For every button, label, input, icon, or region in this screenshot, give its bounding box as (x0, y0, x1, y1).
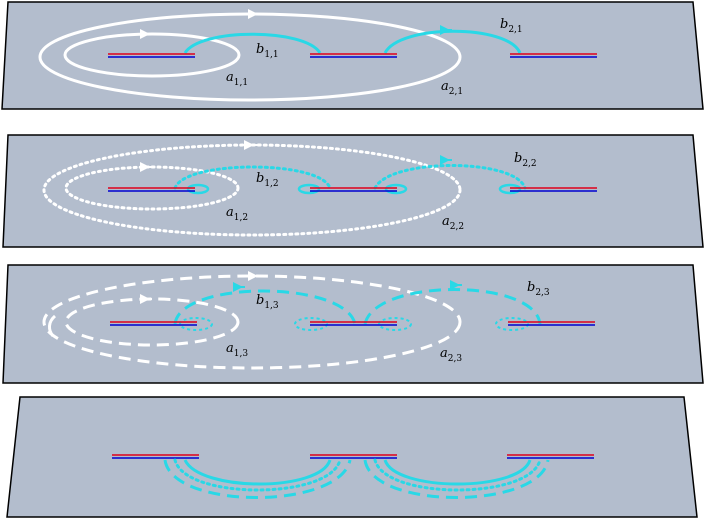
sheet-4-b1-solid (183, 459, 332, 486)
sheet-3-left-tick (48, 314, 57, 337)
sheet-2-label-a2: a2,2 (442, 214, 464, 232)
sheet-3-label-a1: a1,3 (226, 341, 248, 359)
sheet-4-b2-dashed (363, 459, 550, 499)
sheet-2-endpoint-loops (186, 183, 522, 195)
sheet-1-label-b1: b1,1 (256, 42, 279, 60)
sheet-1-label-b2: b2,1 (500, 17, 523, 35)
sheet-2-label-b1: b1,2 (256, 171, 279, 189)
sheet-1-label-a2: a2,1 (441, 79, 463, 97)
sheet-1-plane (1, 1, 704, 110)
sheet-4-b1-dotted (173, 458, 342, 492)
sheet-2-branch-cuts (108, 187, 597, 192)
sheet-4-b2-dotted (373, 458, 542, 492)
sheet-3-label-b2: b2,3 (527, 280, 550, 298)
sheet-1-branch-cuts (108, 53, 597, 58)
sheet-3-a2-loop (42, 274, 462, 370)
sheet-3-a1-loop (64, 297, 240, 347)
sheet-3: b1,3 b2,3 a1,3 a2,3 (2, 264, 704, 384)
sheet-4-b1-dashed (163, 459, 352, 499)
sheet-3-endpoint-loops (179, 317, 529, 331)
sheet-4-plane (6, 396, 698, 518)
sheet-2-b1-path (173, 165, 332, 190)
sheet-2-label-b2: b2,2 (514, 151, 537, 169)
sheet-3-branch-cuts (110, 321, 595, 326)
sheet-3-plane (2, 264, 704, 384)
sheet-2: b1,2 b2,2 a1,2 a2,2 (2, 134, 704, 248)
sheet-4-b2-solid (383, 459, 532, 486)
sheet-1-label-a1: a1,1 (226, 70, 248, 88)
sheet-2-label-a1: a1,2 (226, 205, 248, 223)
sheet-2-b2-path (373, 164, 527, 190)
sheet-3-label-b1: b1,3 (256, 293, 279, 311)
sheet-4-branch-cuts (112, 454, 594, 459)
sheet-1-b1-path (183, 32, 322, 54)
sheet-3-label-a2: a2,3 (440, 346, 462, 364)
sheet-1: b1,1 b2,1 a1,1 a2,1 (1, 1, 704, 110)
sheet-1-b2-path (383, 29, 522, 54)
sheet-4 (6, 396, 698, 518)
sheet-3-b1-path (173, 289, 357, 325)
